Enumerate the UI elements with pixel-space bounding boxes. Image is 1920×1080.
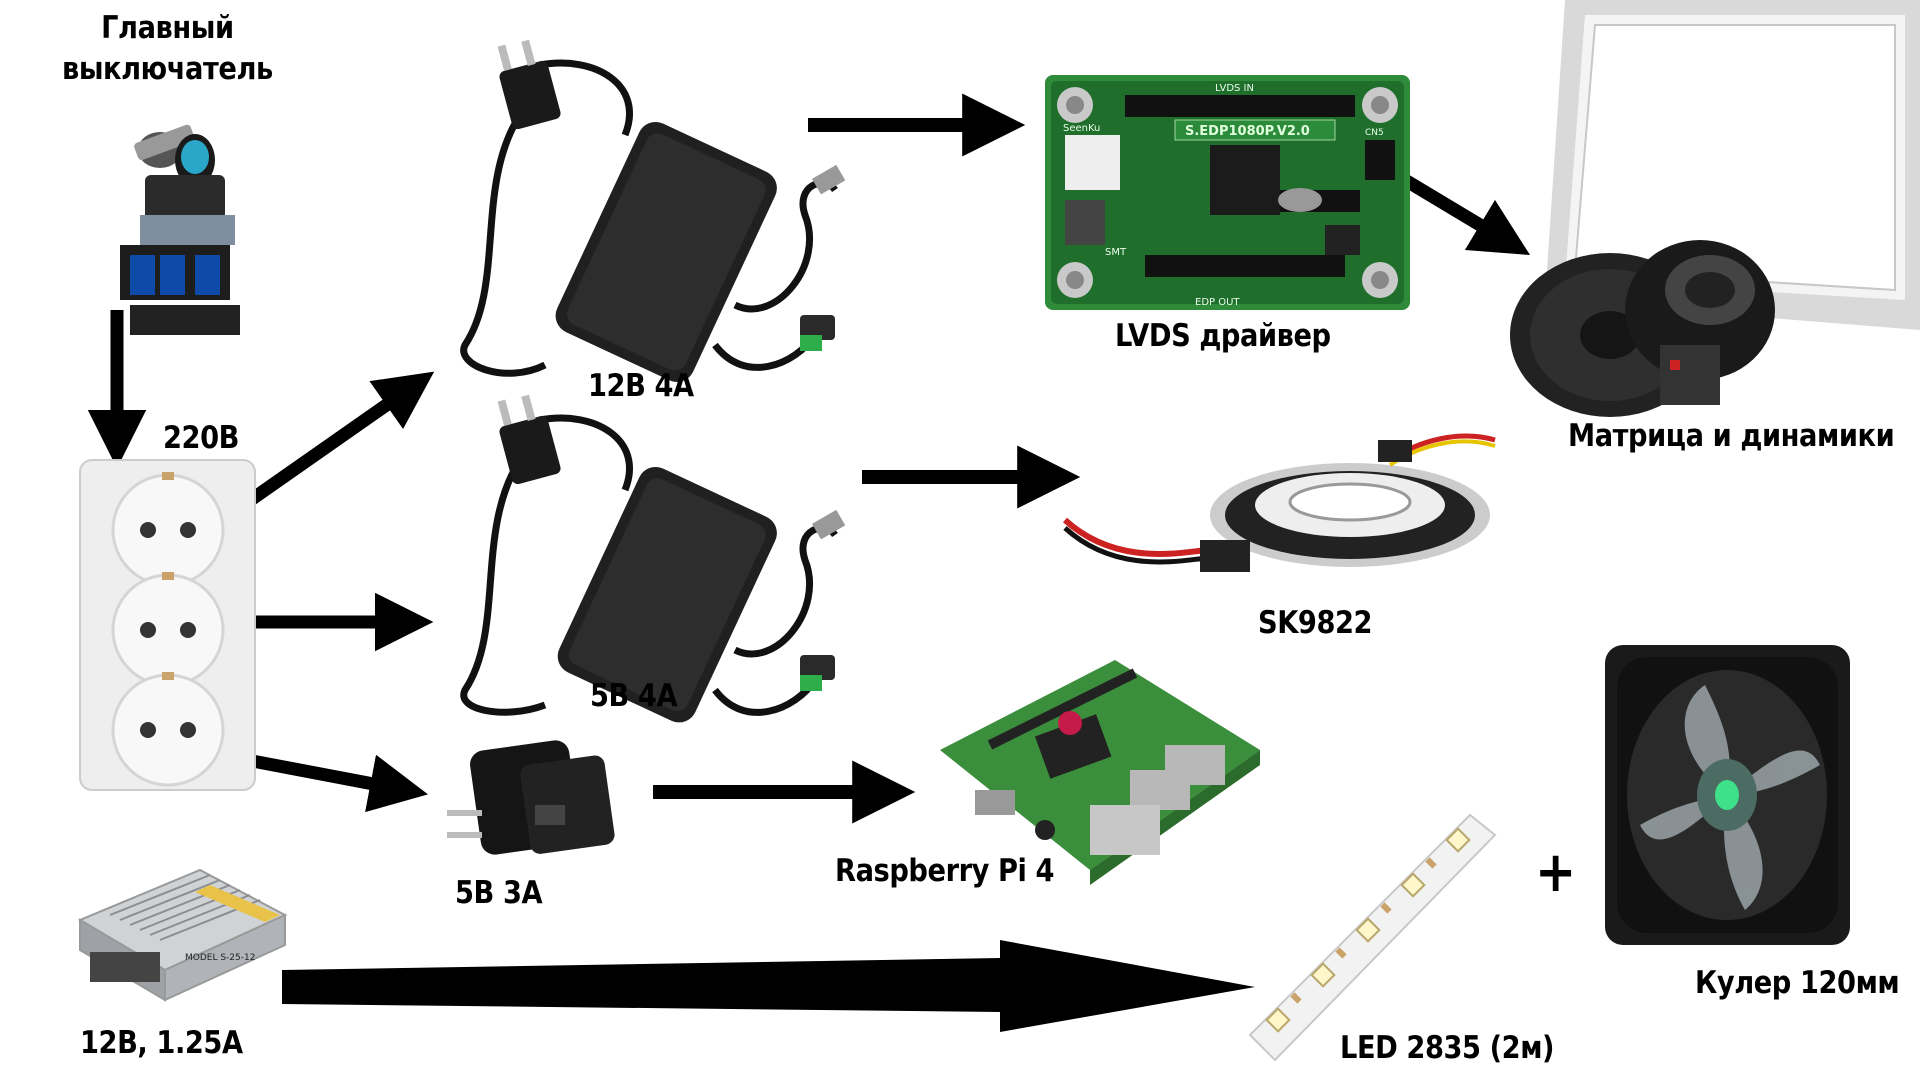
label-psu-12v-4a: 12В 4А (588, 368, 694, 404)
label-sk9822: SK9822 (1258, 605, 1373, 641)
usb-charger-icon (447, 740, 615, 855)
display-matrix-icon (1545, 0, 1920, 330)
power-strip-icon (79, 459, 256, 791)
label-charger-5v-3a: 5В 3А (455, 875, 543, 911)
svg-text:MODEL S-25-12: MODEL S-25-12 (185, 953, 255, 963)
arrow-psu-12v-125a-to-led (282, 940, 1255, 1032)
svg-text:SeenKu: SeenKu (1063, 123, 1100, 134)
label-220v: 220В (163, 420, 239, 456)
plus-sign: + (1535, 840, 1576, 905)
svg-text:S.EDP1080P.V2.0: S.EDP1080P.V2.0 (1185, 124, 1310, 139)
label-led-2835: LED 2835 (2м) (1340, 1030, 1555, 1066)
label-main-switch: Главный выключатель (62, 10, 273, 87)
raspberry-pi-board-icon (940, 660, 1260, 885)
label-psu-12v-125a: 12В, 1.25А (80, 1025, 243, 1061)
label-raspberry-pi: Raspberry Pi 4 (835, 853, 1055, 889)
label-cooler: Кулер 120мм (1695, 965, 1900, 1001)
label-psu-5v-4a: 5В 4А (590, 678, 678, 714)
speaker-icon (1510, 240, 1775, 417)
led-strip-reel-icon (1062, 433, 1496, 572)
cooling-fan-icon (1605, 645, 1850, 945)
power-adapter-5v-icon (460, 394, 846, 723)
power-adapter-12v-icon (460, 39, 846, 382)
svg-text:CN5: CN5 (1365, 128, 1384, 138)
key-switch-icon (120, 124, 240, 335)
svg-text:EDP OUT: EDP OUT (1195, 297, 1240, 308)
svg-text:LVDS IN: LVDS IN (1215, 83, 1254, 94)
arrow-lvds-to-matrix (1401, 174, 1531, 256)
label-matrix-speakers: Матрица и динамики (1568, 418, 1895, 454)
lvds-driver-board-icon: S.EDP1080P.V2.0 LVDS IN SeenKu SMT EDP O… (1045, 75, 1410, 310)
switching-psu-icon: MODEL S-25-12 (77, 868, 288, 1002)
led-2835-strip-icon (1248, 813, 1497, 1062)
label-lvds-driver: LVDS драйвер (1115, 318, 1331, 354)
svg-text:SMT: SMT (1105, 247, 1127, 258)
